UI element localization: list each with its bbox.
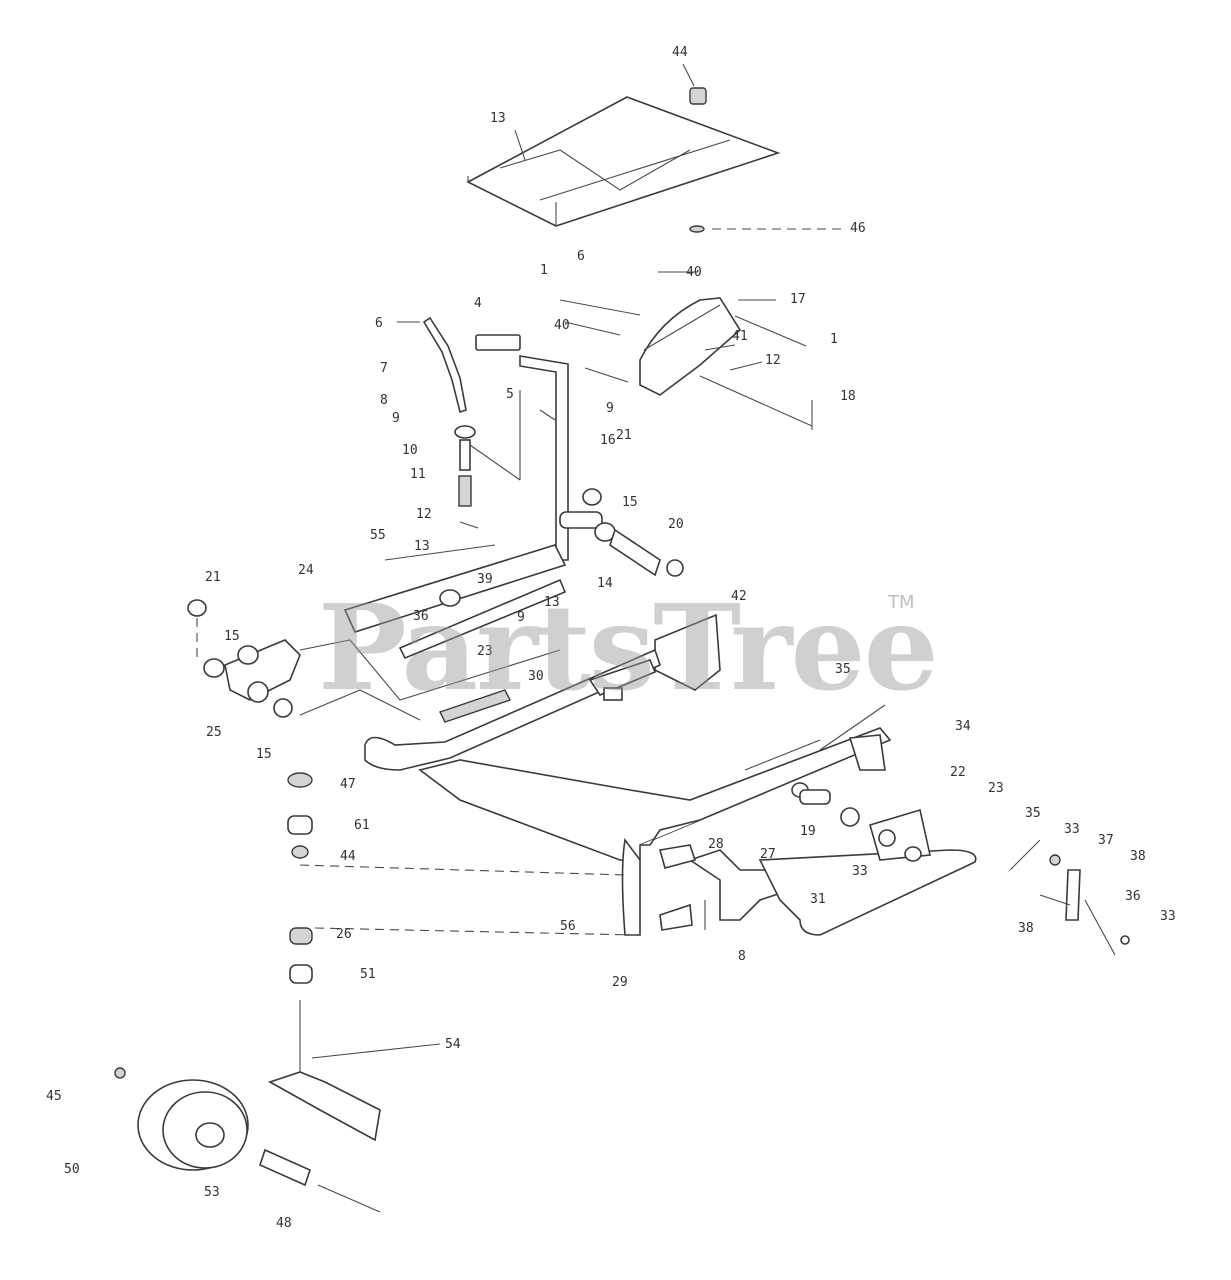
- callout-6: 6: [577, 249, 585, 264]
- callout-24: 24: [298, 563, 314, 578]
- callout-45: 45: [46, 1089, 62, 1104]
- lever-part: [469, 334, 569, 561]
- cover-plate: [466, 96, 781, 227]
- callout-40: 40: [686, 265, 702, 280]
- callout-36: 36: [1125, 889, 1141, 904]
- bushings-right: [559, 488, 684, 577]
- callout-22: 22: [950, 765, 966, 780]
- callout-33: 33: [1064, 822, 1080, 837]
- main-frame: [364, 648, 977, 936]
- callout-33: 33: [1160, 909, 1176, 924]
- callout-30: 30: [528, 669, 544, 684]
- callout-42: 42: [731, 589, 747, 604]
- caster-fork: [268, 1000, 441, 1142]
- callout-40: 40: [554, 318, 570, 333]
- callout-13: 13: [490, 111, 506, 126]
- callout-12: 12: [765, 353, 781, 368]
- callout-46: 46: [850, 221, 866, 236]
- callout-55: 55: [370, 528, 386, 543]
- callout-31: 31: [810, 892, 826, 907]
- callout-17: 17: [790, 292, 806, 307]
- callout-26: 26: [336, 927, 352, 942]
- callout-21: 21: [205, 570, 221, 585]
- callout-6: 6: [375, 316, 383, 331]
- callout-41: 41: [732, 329, 748, 344]
- callout-9: 9: [517, 610, 525, 625]
- callout-13: 13: [414, 539, 430, 554]
- spring-part: [439, 689, 511, 723]
- callout-11: 11: [410, 467, 426, 482]
- callout-28: 28: [708, 837, 724, 852]
- callout-38: 38: [1018, 921, 1034, 936]
- callout-27: 27: [760, 847, 776, 862]
- callout-9: 9: [392, 411, 400, 426]
- callout-8: 8: [380, 393, 388, 408]
- callout-37: 37: [1098, 833, 1114, 848]
- callout-13: 13: [544, 595, 560, 610]
- callout-15: 15: [256, 747, 272, 762]
- callout-19: 19: [800, 824, 816, 839]
- callout-35: 35: [1025, 806, 1041, 821]
- callout-36: 36: [413, 609, 429, 624]
- callout-34: 34: [955, 719, 971, 734]
- callout-15: 15: [622, 495, 638, 510]
- callout-18: 18: [840, 389, 856, 404]
- callout-14: 14: [597, 576, 613, 591]
- callout-4: 4: [474, 296, 482, 311]
- callout-16: 16: [600, 433, 616, 448]
- callout-38: 38: [1130, 849, 1146, 864]
- callout-5: 5: [506, 387, 514, 402]
- callout-10: 10: [402, 443, 418, 458]
- callout-9: 9: [606, 401, 614, 416]
- wheel-part: [114, 1067, 381, 1213]
- trademark-mark: TM: [888, 592, 915, 613]
- callout-15: 15: [224, 629, 240, 644]
- callout-23: 23: [477, 644, 493, 659]
- callout-35: 35: [835, 662, 851, 677]
- callout-44: 44: [340, 849, 356, 864]
- callout-51: 51: [360, 967, 376, 982]
- handle-part: [397, 316, 467, 414]
- spring-detent: [454, 425, 479, 529]
- callout-1: 1: [540, 263, 548, 278]
- callout-53: 53: [204, 1185, 220, 1200]
- callout-48: 48: [276, 1216, 292, 1231]
- quadrant-part: [559, 271, 813, 430]
- callout-61: 61: [354, 818, 370, 833]
- caster-stack: [287, 772, 636, 984]
- callout-50: 50: [64, 1162, 80, 1177]
- right-linkage: [1009, 839, 1130, 956]
- callout-29: 29: [612, 975, 628, 990]
- callout-39: 39: [477, 572, 493, 587]
- callout-23: 23: [988, 781, 1004, 796]
- callout-21: 21: [616, 428, 632, 443]
- watermark: PartsTree: [318, 578, 939, 717]
- callout-7: 7: [380, 361, 388, 376]
- callout-33: 33: [852, 864, 868, 879]
- callout-1: 1: [830, 332, 838, 347]
- callout-47: 47: [340, 777, 356, 792]
- callout-44: 44: [672, 45, 688, 60]
- washer-part: [689, 225, 845, 233]
- callout-54: 54: [445, 1037, 461, 1052]
- pivot-bracket: [187, 599, 561, 721]
- callout-20: 20: [668, 517, 684, 532]
- knob-part: [682, 63, 707, 105]
- callout-56: 56: [560, 919, 576, 934]
- callout-12: 12: [416, 507, 432, 522]
- pivot-shaft: [343, 544, 567, 660]
- callout-25: 25: [206, 725, 222, 740]
- callout-8: 8: [738, 949, 746, 964]
